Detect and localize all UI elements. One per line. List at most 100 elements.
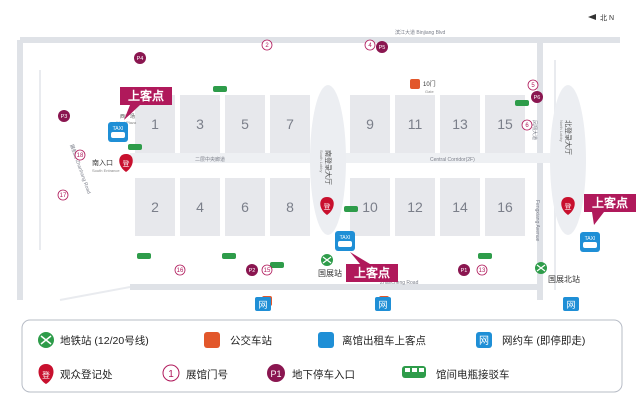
parking-p1: P1 bbox=[458, 264, 470, 276]
ride-hailing-icon: 网 bbox=[375, 297, 391, 311]
legend-ride: 网 网约车 (即停即走) bbox=[476, 332, 585, 348]
gate-6: 6 bbox=[521, 119, 533, 131]
parking-p5: P5 bbox=[376, 41, 388, 53]
svg-text:17: 17 bbox=[60, 193, 67, 199]
svg-text:北登录大厅: 北登录大厅 bbox=[564, 120, 573, 155]
parking-p4: P4 bbox=[134, 52, 146, 64]
svg-text:North Lobby: North Lobby bbox=[559, 120, 564, 142]
hall-12: 12 bbox=[395, 178, 435, 236]
hall-6: 6 bbox=[225, 178, 265, 236]
svg-text:TAXI: TAXI bbox=[585, 236, 596, 242]
svg-text:5: 5 bbox=[531, 83, 535, 89]
hall-number: 7 bbox=[286, 116, 294, 132]
registration-icon: 登 bbox=[561, 197, 575, 215]
gate-13: 13 bbox=[476, 264, 488, 276]
svg-text:15: 15 bbox=[264, 268, 271, 274]
svg-text:网: 网 bbox=[479, 335, 489, 347]
hall-16: 16 bbox=[485, 178, 525, 236]
svg-text:TAXI: TAXI bbox=[340, 235, 351, 241]
gate-4: 4 bbox=[364, 39, 376, 51]
svg-text:P6: P6 bbox=[534, 95, 541, 101]
hall-number: 11 bbox=[408, 116, 423, 132]
svg-text:2: 2 bbox=[265, 43, 269, 49]
road-network bbox=[17, 37, 620, 300]
north-lobby: 北登录大厅 North Lobby bbox=[550, 85, 586, 235]
hall-number: 9 bbox=[366, 116, 374, 132]
hall-4: 4 bbox=[180, 178, 220, 236]
hall-number: 4 bbox=[196, 199, 204, 215]
gate-18: 18 bbox=[74, 149, 86, 161]
svg-text:4: 4 bbox=[368, 43, 372, 49]
hall-14: 14 bbox=[440, 178, 480, 236]
svg-text:P4: P4 bbox=[137, 56, 144, 62]
hall-number: 5 bbox=[241, 116, 249, 132]
svg-text:南登录大厅: 南登录大厅 bbox=[324, 150, 333, 185]
road-fengxiang-cn: 凤翔大道 bbox=[531, 120, 538, 140]
svg-text:观众登记处: 观众登记处 bbox=[60, 368, 113, 381]
svg-text:登: 登 bbox=[324, 202, 331, 211]
hall-number: 12 bbox=[407, 199, 423, 215]
svg-text:登: 登 bbox=[123, 159, 130, 168]
shuttle-bus-icon bbox=[344, 206, 358, 212]
hall-7: 7 bbox=[270, 95, 310, 153]
south-entrance-label: 南入口 bbox=[92, 158, 113, 167]
gate10-bus-stop: 10门 Gate bbox=[410, 79, 436, 94]
svg-text:16: 16 bbox=[177, 268, 184, 274]
metro-icon bbox=[321, 254, 333, 266]
corridor-label-en: Central Corridor(2F) bbox=[430, 157, 475, 163]
halls-south-row: 2 4 6 8 10 12 14 16 bbox=[135, 178, 525, 236]
corridor-label-cn: 二层中央廊道 bbox=[195, 156, 225, 163]
pickup-callout-north: 上客点 bbox=[584, 194, 636, 225]
legend-metro: 地铁站 (12/20号线) bbox=[38, 332, 149, 348]
hall-number: 3 bbox=[196, 116, 204, 132]
svg-text:地下停车入口: 地下停车入口 bbox=[292, 368, 355, 381]
svg-text:10门: 10门 bbox=[423, 80, 436, 88]
svg-text:P1: P1 bbox=[270, 369, 281, 379]
svg-text:离馆出租车上客点: 离馆出租车上客点 bbox=[342, 334, 426, 347]
shuttle-bus-icon bbox=[137, 253, 151, 259]
hall-3: 3 bbox=[180, 95, 220, 153]
hall-number: 8 bbox=[286, 199, 294, 215]
svg-text:18: 18 bbox=[77, 153, 84, 159]
shuttle-bus-icon bbox=[515, 100, 529, 106]
parking-p2: P2 bbox=[246, 264, 258, 276]
svg-text:South Lobby: South Lobby bbox=[319, 150, 324, 172]
svg-text:上客点: 上客点 bbox=[354, 265, 390, 280]
svg-text:1: 1 bbox=[168, 369, 174, 380]
shuttle-bus-icon bbox=[270, 262, 284, 268]
legend-register: 登 观众登记处 bbox=[38, 364, 113, 384]
legend: 地铁站 (12/20号线) 公交车站 离馆出租车上客点 网 网约车 (即停即走)… bbox=[21, 319, 623, 393]
hall-number: 14 bbox=[452, 199, 468, 215]
hall-5: 5 bbox=[225, 95, 265, 153]
svg-text:TAXI: TAXI bbox=[113, 126, 124, 132]
pickup-callout-west: 上客点 bbox=[120, 87, 172, 120]
shuttle-bus-icon bbox=[213, 86, 227, 92]
legend-shuttle: 馆间电瓶接驳车 bbox=[402, 366, 510, 381]
ride-hailing-icon: 网 bbox=[563, 297, 579, 311]
hall-9: 9 bbox=[350, 95, 390, 153]
hall-2: 2 bbox=[135, 178, 175, 236]
svg-text:6: 6 bbox=[525, 123, 529, 129]
legend-taxi: 离馆出租车上客点 bbox=[318, 332, 426, 348]
svg-text:13: 13 bbox=[479, 268, 486, 274]
shuttle-bus-icon bbox=[128, 144, 142, 150]
compass: 北 N bbox=[588, 14, 614, 22]
svg-text:登: 登 bbox=[42, 370, 50, 380]
svg-text:展馆门号: 展馆门号 bbox=[186, 368, 228, 381]
hall-number: 6 bbox=[241, 199, 249, 215]
hall-number: 16 bbox=[497, 199, 513, 215]
hall-number: 2 bbox=[151, 199, 159, 215]
guozhanbei-station-label: 国展北站 bbox=[548, 274, 580, 284]
hall-11: 11 bbox=[395, 95, 435, 153]
gate-5: 5 bbox=[527, 79, 539, 91]
hall-number: 10 bbox=[362, 199, 378, 215]
svg-text:P1: P1 bbox=[461, 268, 468, 274]
hall-8: 8 bbox=[270, 178, 310, 236]
hall-number: 13 bbox=[452, 116, 468, 132]
shuttle-bus-icon bbox=[478, 253, 492, 259]
svg-text:网: 网 bbox=[258, 300, 267, 310]
parking-p3: P3 bbox=[58, 110, 70, 122]
taxi-icon: TAXI bbox=[335, 231, 355, 251]
